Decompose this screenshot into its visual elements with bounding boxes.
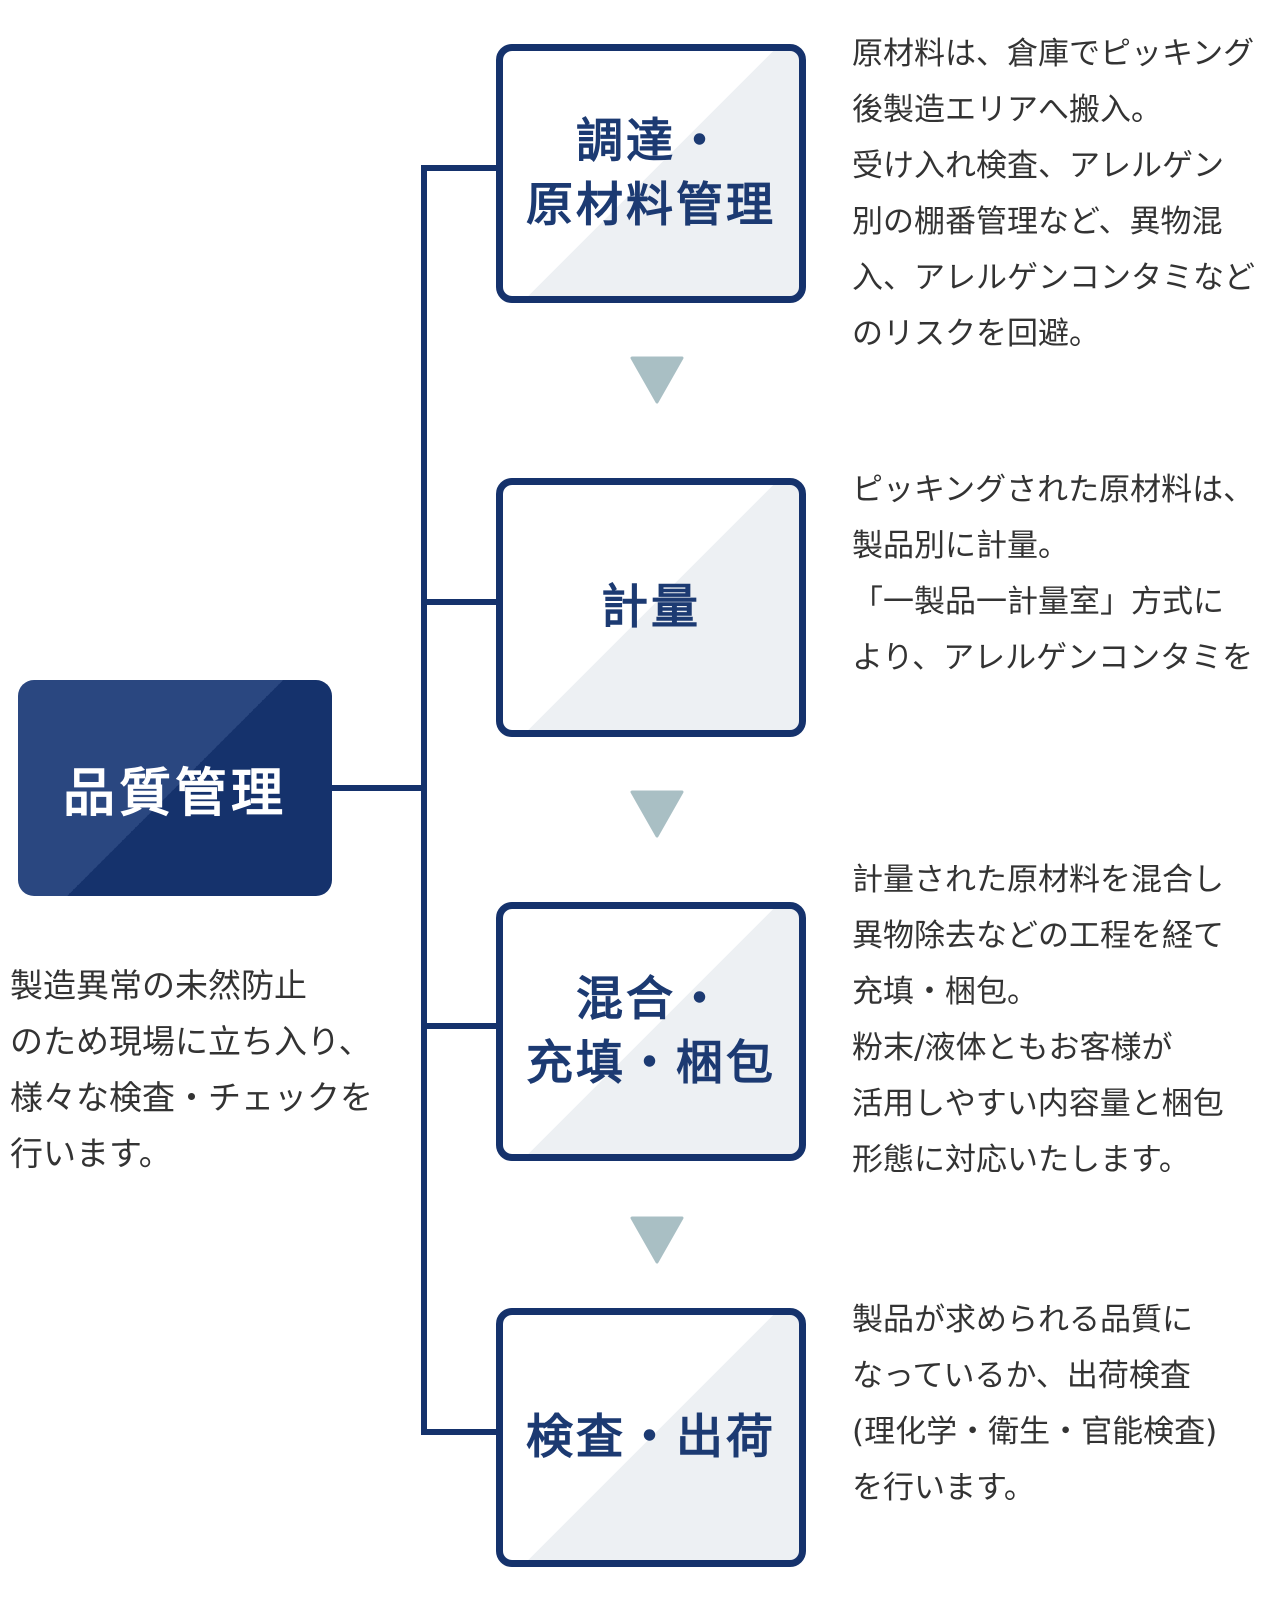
- step-description-weighing: ピッキングされた原材料は、 製品別に計量。 「一製品一計量室」方式に より、アレ…: [852, 462, 1280, 686]
- main-description: 製造異常の未然防止 のため現場に立ち入り、 様々な検査・チェックを 行います。: [10, 958, 410, 1182]
- down-triangle-arrow-icon: [630, 1216, 684, 1264]
- step-title-line: 検査・出荷: [526, 1409, 776, 1465]
- step-description-inspection: 製品が求められる品質に なっているか、出荷検査 (理化学・衛生・官能検査) を行…: [852, 1292, 1280, 1516]
- step-box-weighing: 計量: [496, 478, 806, 737]
- step-description-line: なっているか、出荷検査: [852, 1358, 1191, 1394]
- step-description-line: 製品別に計量。: [852, 528, 1069, 564]
- step-description-line: (理化学・衛生・官能検査): [852, 1414, 1218, 1450]
- step-description-line: 後製造エリアへ搬入。: [852, 92, 1162, 128]
- main-title: 品質管理: [62, 763, 287, 824]
- step-description-line: より、アレルゲンコンタミを: [852, 640, 1254, 676]
- step-description-line: 計量された原材料を混合し: [852, 862, 1224, 898]
- step-description-line: 「一製品一計量室」方式に: [852, 584, 1224, 620]
- main-box-quality-control: 品質管理: [18, 680, 332, 896]
- step-title-line: 調達・: [576, 113, 726, 169]
- step-description-line: 原材料は、倉庫でピッキング: [852, 36, 1255, 72]
- step-description-line: 形態に対応いたします。: [852, 1142, 1190, 1178]
- down-triangle-arrow-icon: [630, 356, 684, 404]
- step-description-line: 別の棚番管理など、異物混: [852, 204, 1223, 240]
- step-description-line: 充填・梱包。: [852, 974, 1038, 1010]
- step-description-line: 活用しやすい内容量と梱包: [852, 1086, 1224, 1122]
- main-description-line: 製造異常の未然防止: [10, 966, 307, 1005]
- step-box-inspection: 検査・出荷: [496, 1308, 806, 1567]
- main-description-line: 様々な検査・チェックを: [10, 1078, 373, 1117]
- step-description-line: ピッキングされた原材料は、: [852, 472, 1255, 508]
- step-description-line: 受け入れ検査、アレルゲン: [852, 148, 1224, 184]
- step-description-line: を行います。: [852, 1470, 1035, 1506]
- step-description-line: 異物除去などの工程を経て: [852, 918, 1224, 954]
- main-description-line: 行います。: [10, 1134, 172, 1173]
- step-description-line: 入、アレルゲンコンタミなど: [852, 260, 1255, 296]
- step-description-procurement: 原材料は、倉庫でピッキング 後製造エリアへ搬入。 受け入れ検査、アレルゲン 別の…: [852, 26, 1280, 362]
- step-title-line: 原材料管理: [526, 177, 776, 233]
- step-description-line: のリスクを回避。: [852, 316, 1100, 352]
- step-title-line: 充填・梱包: [526, 1035, 776, 1091]
- step-title-line: 混合・: [576, 971, 726, 1027]
- step-box-procurement: 調達・ 原材料管理: [496, 44, 806, 303]
- down-triangle-arrow-icon: [630, 790, 684, 838]
- step-description-line: 粉末/液体ともお客様が: [852, 1030, 1173, 1066]
- step-description-mixing: 計量された原材料を混合し 異物除去などの工程を経て 充填・梱包。 粉末/液体とも…: [852, 852, 1280, 1188]
- main-description-line: のため現場に立ち入り、: [10, 1022, 372, 1061]
- step-description-line: 製品が求められる品質に: [852, 1302, 1193, 1338]
- step-title-line: 計量: [601, 579, 701, 635]
- step-box-mixing: 混合・ 充填・梱包: [496, 902, 806, 1161]
